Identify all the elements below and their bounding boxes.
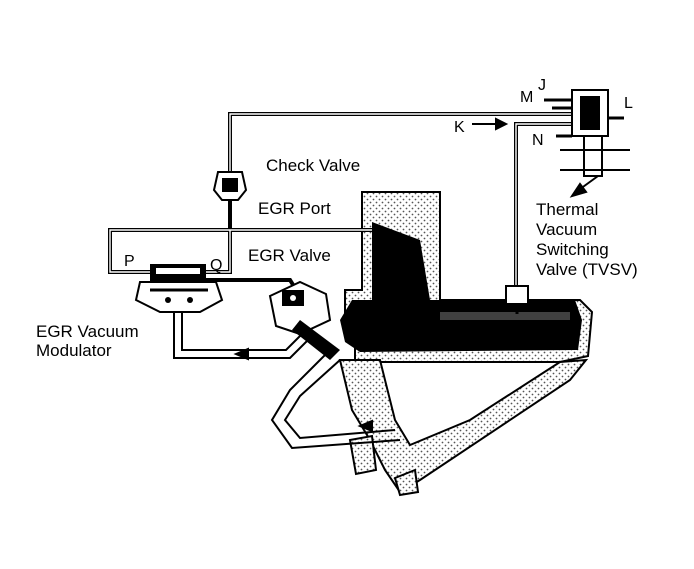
modulator-return-hose [173, 312, 311, 359]
label-tvsv-1: Thermal [536, 200, 599, 219]
exhaust-recirculation-pipe [270, 349, 401, 450]
label-egr-vacuum-modulator-1: EGR Vacuum [36, 322, 139, 341]
label-port-m: M [520, 89, 534, 106]
check-valve [212, 171, 248, 201]
egr-gas-passage [340, 222, 582, 352]
tvsv-sensor-probe [505, 285, 529, 314]
label-port-k: K [454, 119, 465, 136]
label-port-p: P [124, 253, 135, 270]
label-port-l: L [624, 95, 633, 112]
egr-vacuum-modulator [134, 264, 224, 313]
label-egr-vacuum-modulator-2: Modulator [36, 341, 112, 360]
label-tvsv-2: Vacuum [536, 220, 598, 239]
label-check-valve: Check Valve [266, 156, 361, 175]
label-port-j: J [538, 77, 546, 94]
label-tvsv-3: Switching [536, 240, 609, 259]
label-port-n: N [532, 132, 544, 149]
flow-arrows [233, 117, 599, 433]
label-egr-port: EGR Port [258, 199, 331, 218]
tvsv-valve [544, 89, 630, 177]
label-tvsv-4: Valve (TVSV) [536, 260, 638, 279]
label-port-q: Q [210, 257, 223, 274]
label-egr-valve: EGR Valve [248, 246, 331, 265]
egr-valve [268, 280, 340, 360]
